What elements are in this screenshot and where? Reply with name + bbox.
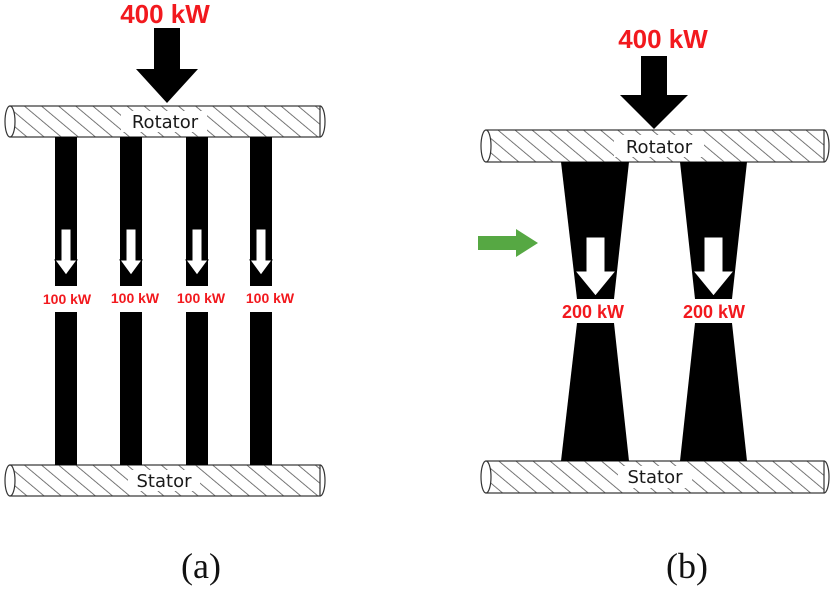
panel-b-rod-2 (680, 162, 747, 461)
panel-a-rod-3-power: 100 kW (177, 290, 226, 306)
panel-b-rod-1 (561, 162, 629, 461)
panel-a-rod-2 (119, 137, 143, 465)
panel-b-stator-label: Stator (628, 467, 684, 488)
panel-b-indicator-arrow (478, 229, 538, 257)
panel-a-rotator-label: Rotator (132, 112, 199, 133)
panel-a-stator-label: Stator (137, 471, 193, 492)
panel-b-input-arrow (620, 56, 688, 129)
panel-b-rotator-label: Rotator (626, 137, 693, 158)
panel-a-rod-4 (249, 137, 273, 465)
panel-a-rod-4-power: 100 kW (246, 290, 295, 306)
panel-b-caption: (b) (666, 546, 708, 586)
panel-a-rod-2-power: 100 kW (111, 290, 160, 306)
panel-a-rod-1-power: 100 kW (43, 291, 92, 307)
panel-b-rod-1-power: 200 kW (562, 302, 624, 322)
panel-a-stator-plate: Stator (4, 464, 326, 497)
panel-a-rod-1 (54, 137, 78, 465)
panel-b-rotator-plate: Rotator (480, 129, 830, 163)
panel-b-stator-plate: Stator (480, 460, 830, 494)
panel-a: 400 kW Rotator Stator (4, 0, 326, 586)
panel-b: 400 kW Rotator Stator (478, 24, 830, 586)
panel-a-input-power: 400 kW (120, 0, 210, 29)
panel-b-rod-2-power: 200 kW (683, 302, 745, 322)
panel-a-rod-3 (185, 137, 209, 465)
panel-a-input-arrow (136, 28, 198, 103)
panel-a-rotator-plate: Rotator (4, 105, 326, 138)
panel-b-input-power: 400 kW (618, 24, 708, 54)
panel-a-caption: (a) (181, 546, 221, 586)
